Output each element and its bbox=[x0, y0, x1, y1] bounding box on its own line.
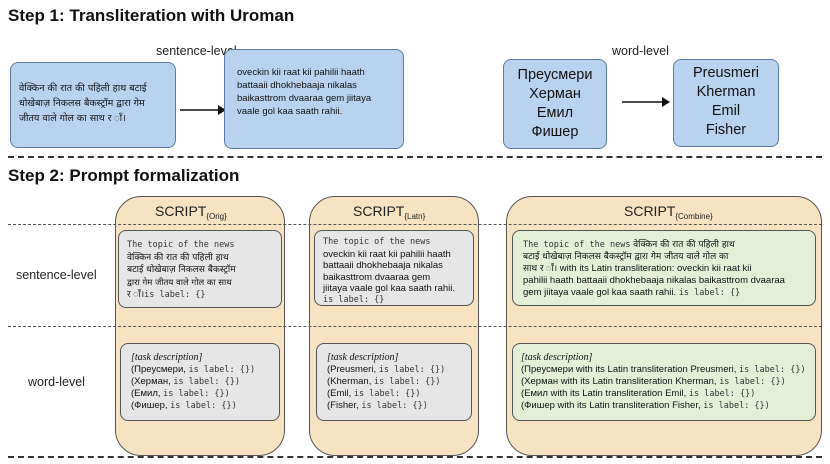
label-suffix: is label: {}) bbox=[188, 365, 256, 375]
step2-title: Step 2: Prompt formalization bbox=[8, 166, 240, 185]
prompt-prefix: The topic of the news bbox=[523, 240, 631, 250]
bottom-divider bbox=[8, 456, 822, 458]
word-entry: (Емил with its Latin transliteration Emi… bbox=[521, 388, 687, 399]
word-entry: (Фишер with its Latin transliteration Fi… bbox=[521, 400, 701, 411]
prompt-line: वेक्किन की रात की पहिली हाथ bbox=[633, 240, 735, 250]
latn-sentence-prompt: The topic of the news oveckin kii raat k… bbox=[314, 230, 474, 306]
latin-word: Emil bbox=[711, 103, 741, 119]
step1-word-level-label: word-level bbox=[612, 44, 669, 58]
task-description: [task description] bbox=[131, 352, 203, 363]
step2-word-level-label: word-level bbox=[28, 375, 85, 389]
hindi-line: धोखेबाज़ निकलस बैकस्ट्रॉम द्वारा गेम bbox=[19, 98, 145, 109]
word-entry: (Емил, bbox=[131, 388, 161, 399]
hindi-source-box: वेक्किन की रात की पहिली हाथ बटाई धोखेबाज… bbox=[10, 62, 176, 148]
prompt-prefix: The topic of the news bbox=[127, 240, 235, 250]
hindi-line: वेक्किन की रात की पहिली हाथ बटाई bbox=[19, 83, 147, 94]
label-suffix: is label: {}) bbox=[688, 389, 756, 399]
prompt-line: with its Latin transliteration: oveckin … bbox=[559, 263, 752, 274]
combine-sentence-prompt: The topic of the news वेक्किन की रात की … bbox=[512, 230, 816, 306]
arrow-icon bbox=[622, 97, 670, 107]
row-divider bbox=[8, 326, 822, 327]
word-entry: (Fisher, bbox=[327, 400, 359, 411]
label-suffix: is label: {} bbox=[323, 294, 385, 305]
orig-word-prompt: [task description] (Преусмери, is label:… bbox=[120, 343, 280, 421]
prompt-line: बटाई धोखेबाज़ निकलस बैकस्ट्रॉम द्वारा गे… bbox=[523, 252, 729, 262]
task-description: [task description] bbox=[521, 352, 593, 363]
cyrillic-words-box: Преусмери Херман Емил Фишер bbox=[503, 59, 607, 149]
word-entry: (Kherman, bbox=[327, 376, 372, 387]
orig-sentence-prompt: The topic of the news वेक्किन की रात की … bbox=[118, 230, 282, 308]
step1-title: Step 1: Transliteration with Uroman bbox=[8, 6, 295, 25]
label-suffix: is label: {}) bbox=[703, 401, 770, 411]
latin-word: Kherman bbox=[696, 84, 756, 100]
latin-line: battaaii dhokhebaaja nikalas bbox=[237, 80, 357, 91]
arrow-icon bbox=[180, 105, 226, 115]
cyrillic-word: Преусмери bbox=[517, 67, 593, 83]
word-entry: (Emil, bbox=[327, 388, 352, 399]
latin-line: baikasttrom dvaaraa gem jiitaya bbox=[237, 93, 372, 104]
label-suffix: is label: {}) bbox=[163, 389, 230, 399]
section-divider bbox=[8, 156, 822, 158]
task-description: [task description] bbox=[327, 352, 399, 363]
label-suffix: is label: {} bbox=[144, 290, 206, 300]
prompt-line: र ाँ। bbox=[127, 290, 145, 300]
cyrillic-word: Фишер bbox=[531, 124, 579, 140]
prompt-prefix: The topic of the news bbox=[323, 237, 431, 247]
prompt-line: pahilii haath battaaii dhokhebaaja nikal… bbox=[523, 275, 785, 286]
cyrillic-word: Емил bbox=[536, 105, 574, 121]
script-latn-title: SCRIPT{Latn} bbox=[353, 203, 426, 221]
latin-transliteration-box: oveckin kii raat kii pahilii haath batta… bbox=[224, 49, 404, 149]
prompt-line: साथ र ाँ। bbox=[523, 264, 558, 274]
label-suffix: is label: {}) bbox=[170, 401, 237, 411]
label-suffix: is label: {}) bbox=[378, 365, 446, 375]
cyrillic-word: Херман bbox=[529, 86, 581, 102]
latin-word: Preusmeri bbox=[692, 65, 760, 81]
word-entry: (Херман, bbox=[131, 376, 171, 387]
latin-word: Fisher bbox=[705, 122, 747, 138]
combine-word-prompt: [task description] (Преусмери with its L… bbox=[512, 343, 816, 421]
prompt-line: baikasttrom dvaaraa gem bbox=[323, 271, 431, 283]
prompt-line: oveckin kii raat kii pahilii haath bbox=[323, 248, 451, 260]
label-suffix: is label: {}) bbox=[353, 389, 421, 399]
latin-line: oveckin kii raat kii pahilii haath bbox=[237, 67, 365, 78]
step1-sentence-level-label: sentence-level bbox=[156, 44, 237, 58]
label-suffix: is label: {} bbox=[678, 288, 741, 298]
label-suffix: is label: {}) bbox=[361, 401, 428, 411]
prompt-line: वेक्किन की रात की पहिली हाथ bbox=[127, 252, 229, 263]
prompt-line: द्वारा गेम जीतय वाले गोल का साथ bbox=[127, 277, 232, 288]
word-entry: (Преусмери, bbox=[131, 364, 186, 375]
word-entry: (Херман with its Latin transliteration K… bbox=[521, 376, 717, 387]
hindi-line: जीतय वाले गोल का साथ र ाँ। bbox=[19, 113, 126, 124]
word-entry: (Преусмери with its Latin transliteratio… bbox=[521, 364, 737, 375]
latn-word-prompt: [task description] (Preusmeri, is label:… bbox=[316, 343, 472, 421]
script-combine-title: SCRIPT{Combine} bbox=[624, 203, 713, 221]
row-divider bbox=[8, 224, 822, 225]
prompt-line: battaaii dhokhebaaja nikalas bbox=[323, 260, 443, 271]
step2-sentence-level-label: sentence-level bbox=[16, 268, 97, 282]
prompt-line: gem jiitaya vaale gol kaa saath rahii. bbox=[523, 287, 677, 298]
word-entry: (Фишер, bbox=[131, 400, 168, 411]
label-suffix: is label: {}) bbox=[719, 377, 786, 387]
label-suffix: is label: {}) bbox=[374, 377, 441, 387]
script-orig-title: SCRIPT{Orig} bbox=[155, 203, 227, 221]
word-entry: (Preusmeri, bbox=[327, 364, 377, 375]
label-suffix: is label: {}) bbox=[173, 377, 240, 387]
label-suffix: is label: {}) bbox=[739, 365, 806, 375]
prompt-line: jiitaya vaale gol kaa saath rahii. bbox=[323, 283, 456, 294]
prompt-line: बटाई धोखेबाज़ निकलस बैकस्ट्रॉम bbox=[127, 265, 236, 275]
latin-words-box: Preusmeri Kherman Emil Fisher bbox=[673, 59, 779, 147]
latin-line: vaale gol kaa saath rahii. bbox=[237, 106, 343, 117]
